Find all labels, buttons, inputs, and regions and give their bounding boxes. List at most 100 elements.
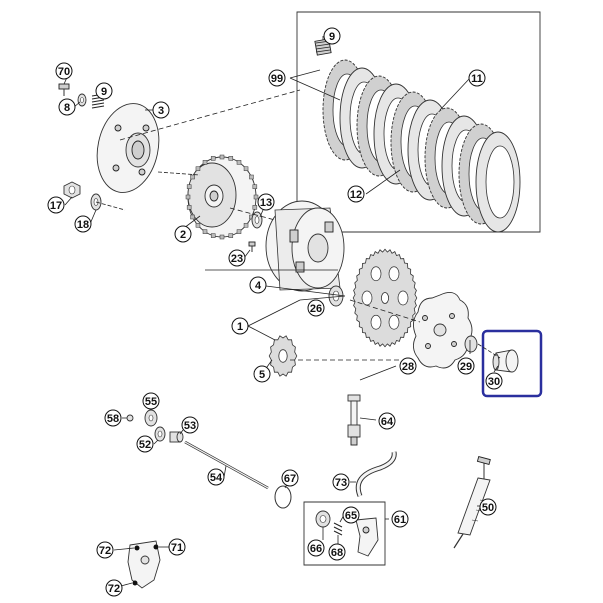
callout-circle: [168, 538, 186, 556]
callout-circle: [281, 469, 299, 487]
callout-circle: [181, 416, 199, 434]
callout-number: 9: [329, 31, 335, 43]
callout-circle: [174, 225, 192, 243]
callout-circle: [95, 82, 113, 100]
callout-29: 29: [457, 357, 475, 375]
callout-65: 65: [342, 506, 360, 524]
callout-number: 52: [139, 439, 151, 451]
callout-number: 2: [180, 229, 186, 241]
screw-70: [58, 83, 70, 96]
callout-circle: [55, 62, 73, 80]
clutch-plates-box: [296, 11, 541, 233]
callout-55: 55: [142, 392, 160, 410]
callout-18: 18: [74, 215, 92, 233]
callout-4: 4: [249, 276, 267, 294]
washer-13: [251, 211, 263, 229]
callout-54: 54: [207, 468, 225, 486]
callout-2: 2: [174, 225, 192, 243]
callout-number: 18: [77, 219, 89, 231]
spacer-29: [464, 335, 478, 353]
callout-72: 72: [96, 541, 114, 559]
callout-number: 9: [101, 86, 107, 98]
callout-68: 68: [328, 543, 346, 561]
callout-number: 30: [488, 376, 500, 388]
callout-number: 26: [310, 303, 322, 315]
callout-circle: [207, 468, 225, 486]
callout-circle: [347, 185, 365, 203]
callout-26: 26: [307, 299, 325, 317]
callout-circle: [399, 357, 417, 375]
callout-70: 70: [55, 62, 73, 80]
callout-number: 61: [394, 514, 406, 526]
callout-circle: [104, 409, 122, 427]
callout-circle: [457, 357, 475, 375]
callout-number: 23: [231, 253, 243, 265]
callout-circle: [342, 506, 360, 524]
callout-64: 64: [378, 412, 396, 430]
callout-circle: [391, 510, 409, 528]
callout-66: 66: [307, 539, 325, 557]
callout-13: 13: [257, 193, 275, 211]
washer-8: [77, 93, 87, 107]
callout-number: 67: [284, 473, 296, 485]
callout-number: 99: [271, 73, 283, 85]
callout-circle: [105, 579, 123, 597]
bushing-26: [328, 285, 344, 307]
callout-30: 30: [485, 372, 503, 390]
callout-3: 3: [152, 101, 170, 119]
callout-number: 53: [184, 420, 196, 432]
callout-circle: [231, 317, 249, 335]
callout-circle: [268, 69, 286, 87]
callout-number: 5: [259, 369, 265, 381]
callout-number: 50: [482, 502, 494, 514]
callout-1: 1: [231, 317, 249, 335]
callout-number: 72: [99, 545, 111, 557]
callout-number: 11: [471, 73, 483, 85]
callout-circle: [323, 27, 341, 45]
callout-number: 1: [237, 321, 243, 333]
callout-8: 8: [58, 98, 76, 116]
callout-67: 67: [281, 469, 299, 487]
outer-basket-1: [265, 200, 345, 292]
callout-number: 73: [335, 477, 347, 489]
callout-circle: [142, 392, 160, 410]
callout-circle: [58, 98, 76, 116]
callout-number: 66: [310, 543, 322, 555]
callout-number: 29: [460, 361, 472, 373]
highlight-box[interactable]: [481, 329, 543, 398]
callout-circle: [152, 101, 170, 119]
callout-58: 58: [104, 409, 122, 427]
callout-circle: [136, 435, 154, 453]
callout-23: 23: [228, 249, 246, 267]
callout-circle: [332, 473, 350, 491]
primary-gear-28: [352, 248, 418, 348]
callout-99: 99: [268, 69, 286, 87]
callout-number: 8: [64, 102, 70, 114]
callout-circle: [96, 541, 114, 559]
spring-9-top: [314, 38, 332, 56]
callout-71: 71: [168, 538, 186, 556]
callout-number: 70: [58, 66, 70, 78]
bracket-71-72: [113, 540, 169, 589]
callout-circle: [485, 372, 503, 390]
disc: [413, 291, 473, 369]
callout-number: 28: [402, 361, 414, 373]
callout-number: 13: [260, 197, 272, 209]
callout-53: 53: [181, 416, 199, 434]
callout-72: 72: [105, 579, 123, 597]
callout-circle: [249, 276, 267, 294]
callout-52: 52: [136, 435, 154, 453]
kit-61-box: [303, 501, 389, 566]
valve-64: [347, 394, 377, 446]
screw-23: [248, 241, 256, 252]
callout-12: 12: [347, 185, 365, 203]
callout-61: 61: [391, 510, 409, 528]
callout-28: 28: [399, 357, 417, 375]
callout-number: 71: [171, 542, 183, 554]
callout-11: 11: [468, 69, 486, 87]
clutch-plates-stack: [322, 59, 521, 233]
callout-circle: [307, 299, 325, 317]
